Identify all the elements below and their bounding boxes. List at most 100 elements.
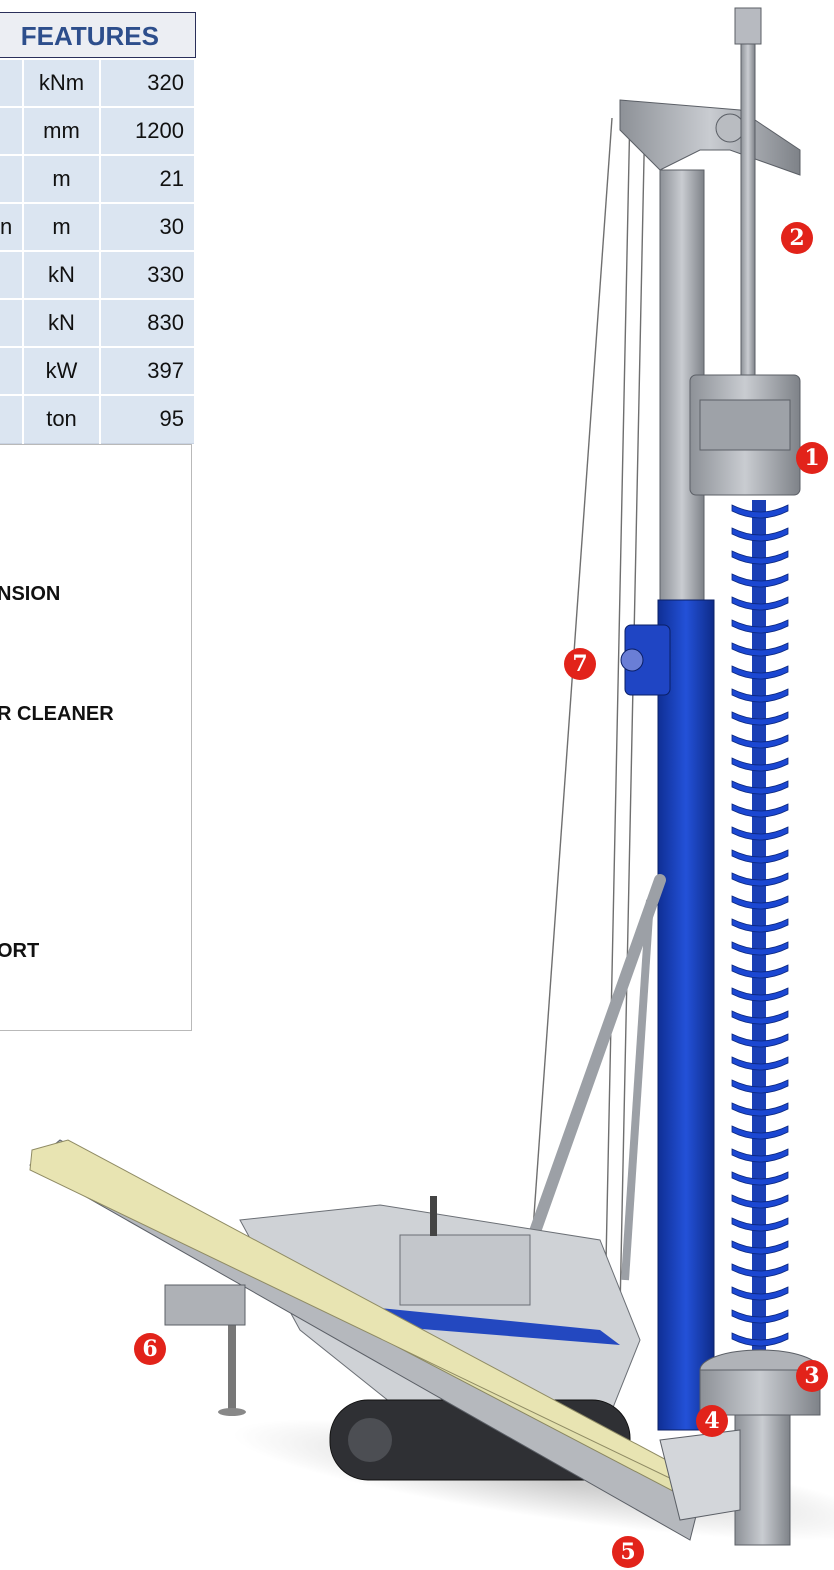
auger-flight — [731, 665, 789, 680]
auger-core — [752, 500, 766, 1420]
feature-unit-cell: kW — [22, 346, 101, 396]
auger-flight — [731, 527, 789, 542]
auger-flight — [731, 872, 789, 887]
feature-name-cell — [0, 298, 24, 348]
feature-unit-cell: kN — [22, 250, 101, 300]
auger-flight — [731, 1056, 789, 1071]
engine-hood — [399, 1234, 531, 1306]
auger-flight — [731, 849, 789, 864]
track-sprocket — [348, 1418, 392, 1462]
marker-4: 4 — [696, 1405, 728, 1437]
auger-flight — [731, 1033, 789, 1048]
feature-unit-cell: m — [22, 154, 101, 204]
crown-pulley — [715, 113, 745, 143]
auger-flight — [731, 1263, 789, 1278]
feature-unit-cell: kN — [22, 298, 101, 348]
marker-3: 3 — [796, 1360, 828, 1392]
exhaust-stack — [430, 1196, 437, 1236]
rotary-head-block — [699, 399, 791, 451]
auger-flight — [731, 1332, 789, 1347]
feature-value-cell: 21 — [99, 154, 196, 204]
auger-flight — [731, 711, 789, 726]
marker-2: 2 — [781, 222, 813, 254]
auger-flight — [731, 1010, 789, 1025]
component-item-1: NSION — [0, 583, 61, 605]
feature-value-cell: 1200 — [99, 106, 196, 156]
auger-flight — [731, 688, 789, 703]
feature-unit-cell: ton — [22, 394, 101, 444]
features-title: FEATURES — [0, 12, 196, 58]
marker-7: 7 — [564, 648, 596, 680]
marker-1: 1 — [796, 442, 828, 474]
casing-pipe — [734, 1414, 791, 1546]
conveyor-foot — [218, 1408, 246, 1416]
auger-flight — [731, 1240, 789, 1255]
feature-unit-cell: mm — [22, 106, 101, 156]
auger-flight — [731, 1194, 789, 1209]
feature-unit-cell: kNm — [22, 58, 101, 108]
component-item-3: ORT — [0, 940, 40, 962]
mast-clamp-bolt — [620, 648, 644, 672]
auger-flight — [731, 757, 789, 772]
auger-flight — [731, 1148, 789, 1163]
mast-crown — [619, 99, 801, 176]
auger-flight — [731, 642, 789, 657]
mast-lower — [657, 599, 715, 1431]
auger-flight — [731, 1079, 789, 1094]
auger-flight — [731, 1217, 789, 1232]
auger-flight — [731, 826, 789, 841]
cables — [527, 109, 646, 1311]
feature-name-cell — [0, 250, 24, 300]
feature-unit-cell: m — [22, 202, 101, 252]
auger-flight — [731, 550, 789, 565]
auger-flight — [731, 987, 789, 1002]
auger-flight — [731, 780, 789, 795]
auger-flight — [731, 573, 789, 588]
auger-flight — [731, 803, 789, 818]
feature-name-cell — [0, 394, 24, 444]
auger-flight — [731, 1102, 789, 1117]
auger-flight — [731, 1286, 789, 1301]
strut-secondary — [621, 899, 654, 1281]
components-box: NSION R CLEANER ORT — [0, 444, 192, 1031]
feature-name-cell — [0, 58, 24, 108]
feature-name-cell — [0, 346, 24, 396]
auger-flight — [731, 1171, 789, 1186]
marker-5: 5 — [612, 1536, 644, 1568]
auger-flight — [731, 941, 789, 956]
auger-flight — [731, 596, 789, 611]
auger-flight — [731, 918, 789, 933]
feature-name-cell: n — [0, 202, 24, 252]
auger-flight — [731, 504, 789, 519]
conveyor-bracket — [164, 1284, 246, 1326]
feature-value-cell: 330 — [99, 250, 196, 300]
component-item-2: R CLEANER — [0, 703, 114, 725]
feature-value-cell: 397 — [99, 346, 196, 396]
feature-name-cell — [0, 154, 24, 204]
auger-flight — [731, 1125, 789, 1140]
marker-6: 6 — [134, 1333, 166, 1365]
auger-flight — [731, 619, 789, 634]
auger-flight — [731, 895, 789, 910]
feature-value-cell: 95 — [99, 394, 196, 444]
auger-flight — [731, 734, 789, 749]
feature-value-cell: 830 — [99, 298, 196, 348]
auger-flight — [731, 1309, 789, 1324]
feature-value-cell: 30 — [99, 202, 196, 252]
rod-top — [734, 7, 762, 45]
feature-name-cell — [0, 106, 24, 156]
feature-value-cell: 320 — [99, 58, 196, 108]
auger-flight — [731, 964, 789, 979]
